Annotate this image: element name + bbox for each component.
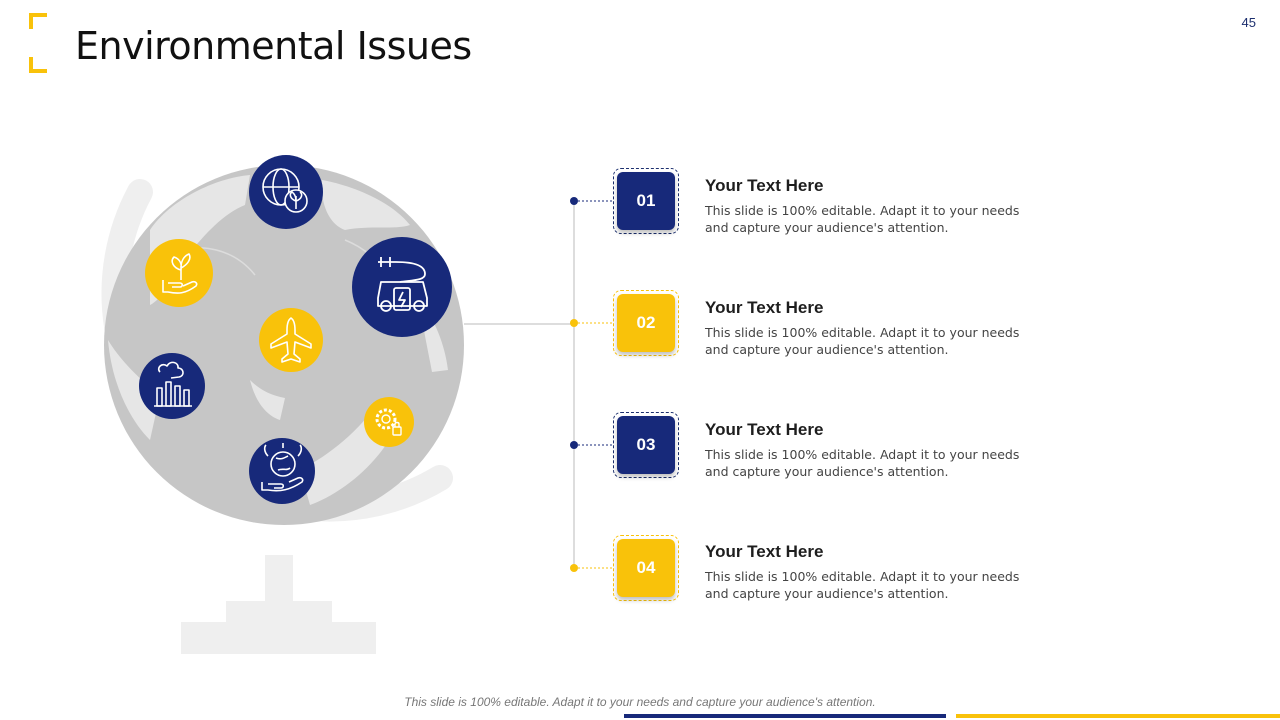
item-description: This slide is 100% editable. Adapt it to… bbox=[705, 203, 1020, 235]
item-number-box: 03 bbox=[613, 412, 679, 478]
item-number-box: 02 bbox=[613, 290, 679, 356]
plant-hand-icon bbox=[145, 239, 213, 307]
item-title: Your Text Here bbox=[705, 176, 824, 195]
item-number-box: 04 bbox=[613, 535, 679, 601]
title-bracket bbox=[29, 13, 47, 73]
item-text-block: Your Text Here This slide is 100% editab… bbox=[705, 542, 1045, 602]
connector-dot bbox=[570, 441, 578, 449]
page-number: 45 bbox=[1241, 15, 1256, 30]
connector-dot bbox=[570, 564, 578, 572]
item-title: Your Text Here bbox=[705, 298, 824, 317]
connector-dot bbox=[570, 319, 578, 327]
item-number-box: 01 bbox=[613, 168, 679, 234]
footer-bar-gold bbox=[956, 714, 1280, 718]
page-title: Environmental Issues bbox=[75, 24, 472, 68]
item-title: Your Text Here bbox=[705, 542, 824, 561]
connector-dot bbox=[570, 197, 578, 205]
item-text-block: Your Text Here This slide is 100% editab… bbox=[705, 420, 1045, 480]
item-description: This slide is 100% editable. Adapt it to… bbox=[705, 569, 1020, 601]
connector-lines bbox=[464, 200, 614, 569]
gear-bulb-icon bbox=[364, 397, 414, 447]
item-number: 03 bbox=[617, 416, 675, 474]
item-number: 02 bbox=[617, 294, 675, 352]
earth-hand-icon bbox=[249, 438, 315, 504]
footer-bar-navy bbox=[624, 714, 946, 718]
airplane-icon bbox=[259, 308, 323, 372]
factory-smoke-icon bbox=[139, 353, 205, 419]
item-number: 01 bbox=[617, 172, 675, 230]
item-text-block: Your Text Here This slide is 100% editab… bbox=[705, 298, 1045, 358]
item-number: 04 bbox=[617, 539, 675, 597]
item-description: This slide is 100% editable. Adapt it to… bbox=[705, 447, 1020, 479]
item-title: Your Text Here bbox=[705, 420, 824, 439]
electric-car-icon bbox=[352, 237, 452, 337]
footer-text: This slide is 100% editable. Adapt it to… bbox=[404, 695, 876, 709]
item-text-block: Your Text Here This slide is 100% editab… bbox=[705, 176, 1045, 236]
item-description: This slide is 100% editable. Adapt it to… bbox=[705, 325, 1020, 357]
globe-leaf-icon bbox=[249, 155, 323, 229]
